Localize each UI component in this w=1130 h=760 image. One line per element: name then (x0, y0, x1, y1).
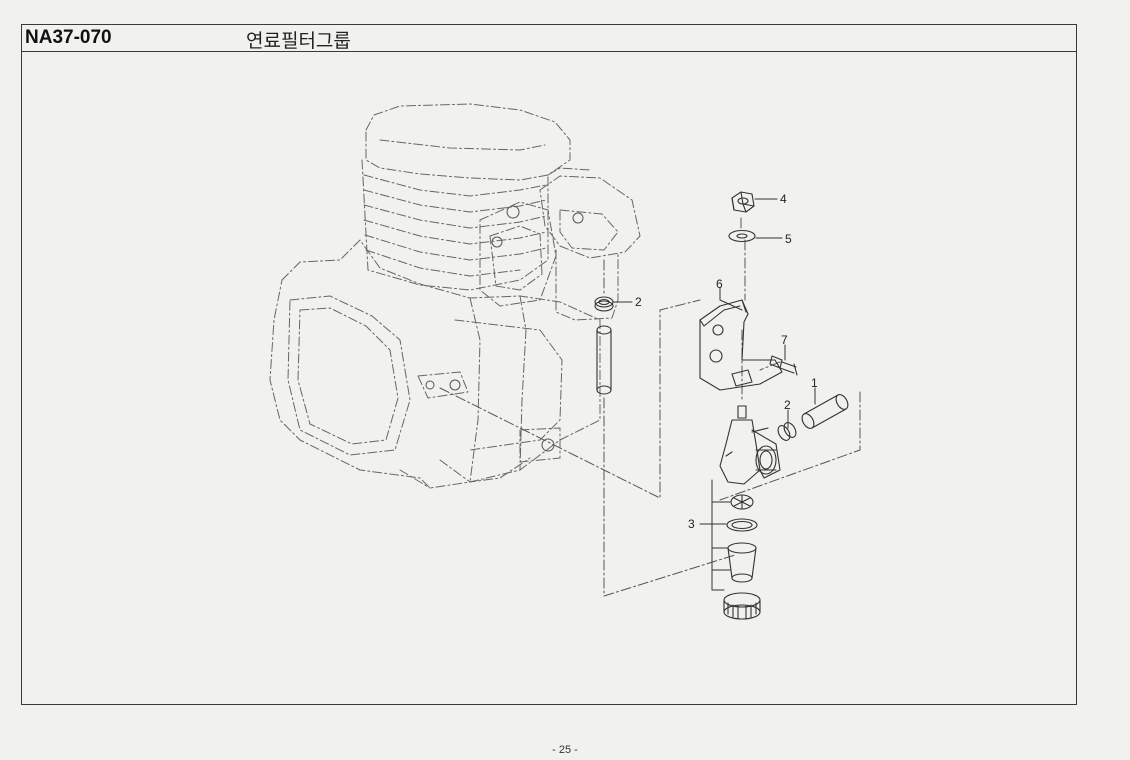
fuel-cock-body (719, 405, 781, 485)
callout-3: 3 (688, 517, 695, 531)
callout-leaders (612, 198, 816, 591)
filter-screen (730, 494, 754, 510)
page-number: - 25 - (552, 744, 578, 756)
part-group-code: NA37-070 (25, 27, 112, 48)
callout-1: 1 (811, 376, 818, 390)
callout-2-lower: 2 (784, 398, 791, 412)
callout-4: 4 (780, 192, 787, 206)
bolt (769, 355, 798, 376)
hose-clamp-lower (777, 422, 797, 441)
page-frame: NA37-070 연료필터그룹 (21, 24, 1077, 705)
header-bar: NA37-070 연료필터그룹 (22, 25, 1076, 52)
callout-6: 6 (716, 277, 723, 291)
fuel-hose-upper (596, 325, 612, 395)
o-ring (726, 518, 758, 532)
engine-holes (425, 205, 584, 452)
fuel-hose-lower (801, 394, 849, 429)
hex-nut (731, 191, 755, 213)
callout-2-upper: 2 (635, 295, 642, 309)
callout-5: 5 (785, 232, 792, 246)
flat-washer (728, 229, 756, 243)
mounting-bracket (699, 299, 783, 391)
ring-nut (723, 592, 761, 620)
filter-cup (727, 542, 757, 583)
part-group-title: 연료필터그룹 (246, 30, 351, 52)
callout-7: 7 (781, 333, 788, 347)
engine-outline (269, 103, 641, 489)
assembly-guide-lines (439, 217, 861, 597)
hose-clamp-upper (594, 296, 614, 312)
